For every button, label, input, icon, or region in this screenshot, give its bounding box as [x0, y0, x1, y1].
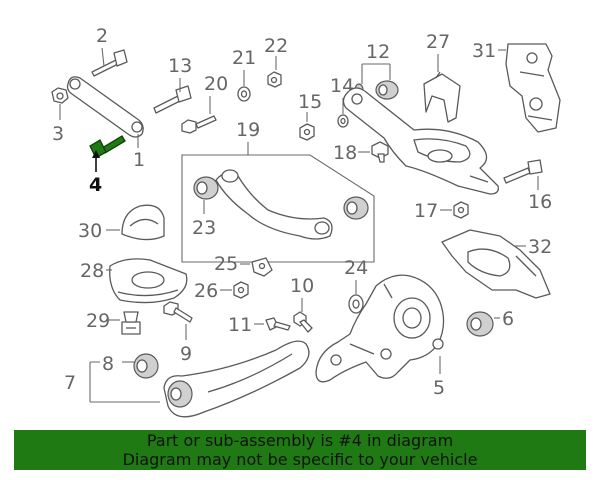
part-15-nut[interactable] [299, 123, 315, 141]
part-25-bracket[interactable] [251, 257, 273, 277]
callout-23: 23 [192, 217, 216, 239]
callout-8: 8 [102, 353, 114, 375]
part-10-bolt[interactable] [293, 311, 313, 333]
callout-15: 15 [298, 91, 322, 113]
part-2-bolt[interactable] [91, 49, 128, 77]
part-1-lateral-link[interactable] [66, 76, 144, 138]
callout-5: 5 [433, 377, 445, 399]
callout-13: 13 [168, 55, 192, 77]
callout-3: 3 [52, 123, 64, 145]
part-6-bushing[interactable] [466, 311, 494, 337]
callout-1: 1 [133, 149, 145, 171]
part-32-plate[interactable] [441, 229, 551, 299]
callout-26: 26 [194, 280, 218, 302]
part-13-bolt[interactable] [153, 85, 192, 114]
callout-22: 22 [264, 35, 288, 57]
part-19-bushing-right[interactable] [343, 196, 369, 220]
part-3-nut[interactable] [51, 87, 69, 104]
part-30-mount[interactable] [121, 204, 165, 241]
banner-line-1: Part or sub-assembly is #4 in diagram [146, 431, 454, 450]
part-22-nut[interactable] [267, 71, 282, 88]
callout-16: 16 [528, 191, 552, 213]
part-16-bolt[interactable] [503, 159, 543, 184]
part-9-bolt[interactable] [163, 301, 193, 323]
part-18-bolt[interactable] [371, 141, 389, 163]
part-21-washer[interactable] [237, 86, 251, 102]
part-4-bolt-highlighted[interactable] [89, 135, 126, 159]
callout-12: 12 [366, 41, 390, 63]
lower-control-arm[interactable] [342, 87, 499, 195]
part-7-trailing-arm[interactable] [163, 340, 310, 418]
parts-diagram: 2 1 3 4 13 20 21 [51, 25, 561, 418]
callout-9: 9 [180, 343, 192, 365]
part-8-bushing[interactable] [133, 353, 159, 379]
callout-31: 31 [472, 40, 496, 62]
part-29-bumper[interactable] [121, 311, 141, 335]
part-11-bolt[interactable] [265, 317, 291, 331]
callout-18: 18 [333, 142, 357, 164]
callout-32: 32 [528, 236, 552, 258]
part-19-upper-arm[interactable] [215, 169, 333, 240]
callout-21: 21 [232, 47, 256, 69]
callout-28: 28 [80, 260, 104, 282]
part-20-bolt[interactable] [181, 115, 217, 134]
info-banner: Part or sub-assembly is #4 in diagram Di… [14, 430, 586, 470]
callout-10: 10 [290, 275, 314, 297]
callout-2: 2 [96, 25, 108, 47]
part-5-knuckle[interactable] [315, 274, 445, 383]
banner-line-2: Diagram may not be specific to your vehi… [122, 450, 478, 469]
callout-24: 24 [344, 257, 368, 279]
callout-19: 19 [236, 119, 260, 141]
callout-30: 30 [78, 220, 102, 242]
part-17-nut[interactable] [453, 201, 469, 219]
callout-11: 11 [228, 314, 252, 336]
part-14-washer[interactable] [337, 114, 349, 128]
callout-27: 27 [426, 31, 450, 53]
part-23-bushing[interactable] [193, 176, 219, 200]
part-28-spring-seat[interactable] [109, 258, 188, 304]
callout-7: 7 [64, 372, 76, 394]
part-27-bracket[interactable] [423, 71, 461, 123]
part-26-nut[interactable] [233, 281, 249, 299]
callout-17: 17 [414, 200, 438, 222]
callout-25: 25 [214, 253, 238, 275]
callout-4: 4 [89, 174, 102, 196]
callout-20: 20 [204, 73, 228, 95]
part-19-group-frame [181, 154, 375, 263]
callout-6: 6 [502, 308, 514, 330]
part-31-bracket[interactable] [505, 43, 561, 133]
callout-29: 29 [86, 310, 110, 332]
part-24-washer[interactable] [348, 294, 364, 314]
